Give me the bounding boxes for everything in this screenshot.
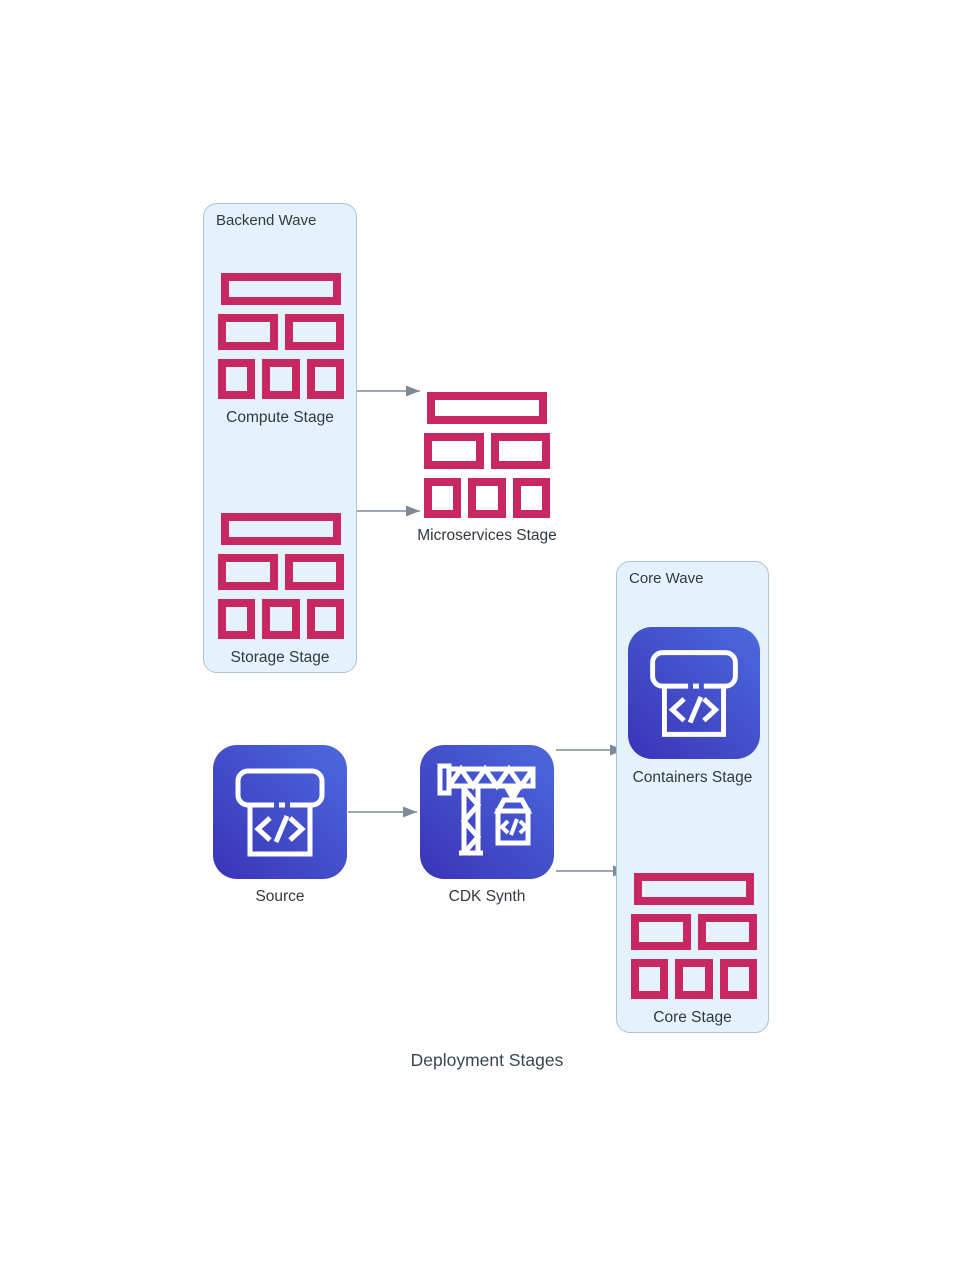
- source-icon: [213, 745, 347, 879]
- microservices-stage-icon: [424, 392, 550, 518]
- storage-stage-label: Storage Stage: [230, 649, 330, 666]
- core-wave-group: Core Wave Containers Stage Core Stage: [616, 561, 769, 1033]
- containers-stage-label: Containers Stage: [632, 769, 753, 786]
- cdk-synth-node: CDK Synth: [407, 745, 567, 906]
- core-stage-label: Core Stage: [653, 1009, 732, 1026]
- cdk-crane-icon: [437, 763, 536, 856]
- code-window-icon: [650, 650, 738, 737]
- microservices-stage-node: Microservices Stage: [397, 392, 577, 545]
- core-stage-icon: [631, 873, 757, 999]
- source-node: Source: [200, 745, 360, 906]
- core-wave-label: Core Wave: [629, 570, 704, 587]
- source-label: Source: [255, 888, 305, 905]
- microservices-stage-label: Microservices Stage: [417, 527, 557, 544]
- backend-wave-group: Backend Wave Compute Stage Storage Stage: [203, 203, 357, 673]
- backend-wave-label: Backend Wave: [216, 212, 317, 229]
- compute-stage-label: Compute Stage: [226, 409, 334, 426]
- cdk-synth-label: CDK Synth: [448, 888, 526, 905]
- storage-stage-icon: [218, 513, 344, 639]
- cdk-synth-icon: [420, 745, 554, 879]
- containers-stage-icon: [628, 627, 760, 759]
- code-window-icon: [235, 768, 325, 857]
- compute-stage-icon: [218, 273, 344, 399]
- diagram-title: Deployment Stages: [410, 1050, 564, 1070]
